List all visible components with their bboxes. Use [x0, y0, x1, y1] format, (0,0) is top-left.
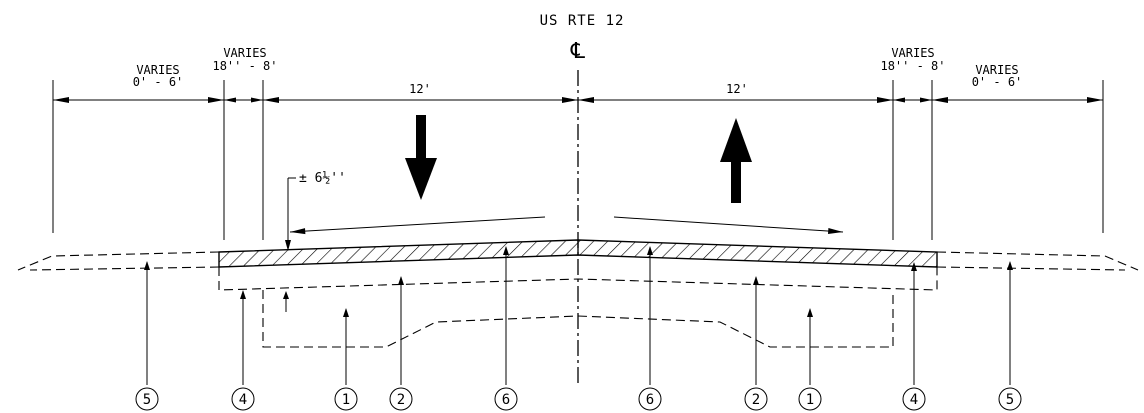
extension-lines: [52, 80, 1104, 240]
callout-number: 5: [143, 392, 151, 408]
dim-left-shoulder-line1: VARIES: [136, 63, 179, 77]
right-shoulder-outline: [936, 251, 1139, 271]
dim-left-lane: 12': [409, 82, 431, 96]
subbase-layer-outline: [262, 290, 894, 348]
callout-circles: [135, 387, 1022, 411]
callout-number: 4: [910, 392, 918, 408]
centerline-symbol: ℄: [570, 39, 586, 64]
dimension-line-left: [53, 97, 578, 103]
pavement-depth-leader: [285, 177, 296, 251]
dim-right-shoulder-line2: 0' - 6': [972, 75, 1023, 89]
callout-number: 2: [752, 392, 760, 408]
callout-leaders: [144, 246, 1013, 385]
pavement-depth-label: ± 6½'': [299, 171, 346, 186]
dim-left-offset-line1: VARIES: [223, 46, 266, 60]
callout-number: 6: [502, 392, 510, 408]
drawing-title: US RTE 12: [540, 13, 625, 29]
dim-left-shoulder-line2: 0' - 6': [133, 75, 184, 89]
base-layer-outline: [218, 267, 938, 291]
callout-number: 4: [239, 392, 247, 408]
direction-arrow-up: [720, 118, 752, 203]
dim-right-lane: 12': [726, 82, 748, 96]
callout-number: 1: [806, 392, 814, 408]
layer-depth-tick: [283, 291, 289, 312]
cross-slope-arrow-left: [289, 216, 546, 235]
dim-right-offset-line1: VARIES: [891, 46, 934, 60]
callout-number: 2: [397, 392, 405, 408]
dim-right-offset-line2: 18'' - 8': [880, 59, 945, 73]
cross-slope-arrow-right: [613, 216, 844, 234]
callout-number: 1: [342, 392, 350, 408]
dim-left-offset-line2: 18'' - 8': [212, 59, 277, 73]
dim-right-shoulder-line1: VARIES: [975, 63, 1018, 77]
dimension-line-right: [578, 97, 1103, 103]
direction-arrow-down: [405, 115, 437, 200]
callout-number: 6: [646, 392, 654, 408]
callout-number: 5: [1006, 392, 1014, 408]
left-shoulder-outline: [17, 251, 220, 271]
